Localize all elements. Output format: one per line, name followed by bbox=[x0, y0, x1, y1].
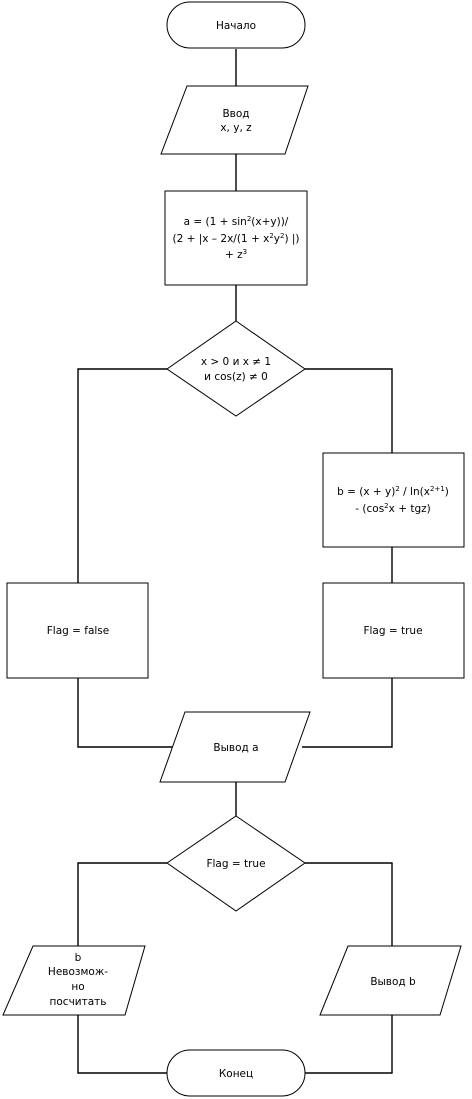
compute-b-line2: - (cos2x + tgz) bbox=[355, 502, 430, 515]
error-output-line3: но bbox=[71, 981, 84, 993]
output-a-block: Вывод a bbox=[159, 711, 311, 783]
end-label: Конец bbox=[219, 1068, 253, 1080]
input-label-line1: Ввод bbox=[222, 108, 249, 120]
compute-a-line3: + z3 bbox=[225, 248, 247, 261]
flag-true-label: Flag = true bbox=[363, 625, 422, 637]
input-label-line2: x, y, z bbox=[220, 122, 252, 134]
compute-b-block: b = (x + y)2 / ln(x2+1) - (cos2x + tgz) bbox=[322, 452, 465, 548]
condition2-decision: Flag = true bbox=[166, 815, 306, 912]
condition2-label: Flag = true bbox=[206, 858, 265, 870]
start-label: Начало bbox=[216, 20, 256, 32]
flag-true-block: Flag = true bbox=[322, 582, 465, 679]
condition1-line1: x > 0 и x ≠ 1 bbox=[201, 356, 271, 368]
flag-false-block: Flag = false bbox=[6, 582, 149, 679]
connector-error-output-end bbox=[77, 1015, 167, 1074]
connector-flag-true-output-a bbox=[302, 678, 393, 748]
connector-condition1-true-branch bbox=[305, 368, 393, 453]
connectors bbox=[77, 49, 393, 1074]
compute-a-block: a = (1 + sin2(x+y))/ (2 + |x – 2x/(1 + x… bbox=[164, 190, 308, 286]
connector-condition2-left-branch bbox=[77, 862, 167, 946]
condition1-line2: и cos(z) ≠ 0 bbox=[204, 371, 268, 383]
connector-condition2-right-branch bbox=[305, 862, 393, 946]
connector-condition1-false-branch bbox=[77, 368, 167, 583]
connector-flag-false-output-a bbox=[77, 678, 172, 748]
error-output-block: b Невозмож- но посчитать bbox=[2, 945, 146, 1016]
compute-a-line2: (2 + |x – 2x/(1 + x2y2) |) bbox=[172, 232, 299, 245]
flag-false-label: Flag = false bbox=[47, 625, 110, 637]
output-a-label: Вывод a bbox=[213, 742, 258, 754]
condition1-decision: x > 0 и x ≠ 1 и cos(z) ≠ 0 bbox=[166, 320, 306, 417]
input-block: Ввод x, y, z bbox=[160, 85, 309, 155]
error-output-line2: Невозмож- bbox=[48, 966, 108, 978]
compute-a-line1: a = (1 + sin2(x+y))/ bbox=[184, 215, 289, 228]
output-b-block: Вывод b bbox=[319, 945, 462, 1016]
end-terminator: Конец bbox=[166, 1049, 306, 1097]
start-terminator: Начало bbox=[166, 1, 306, 49]
connector-output-b-end bbox=[305, 1015, 393, 1074]
compute-b-line1: b = (x + y)2 / ln(x2+1) bbox=[337, 485, 449, 498]
output-b-label: Вывод b bbox=[370, 976, 416, 988]
error-output-line1: b bbox=[75, 952, 82, 964]
error-output-line4: посчитать bbox=[50, 996, 107, 1008]
